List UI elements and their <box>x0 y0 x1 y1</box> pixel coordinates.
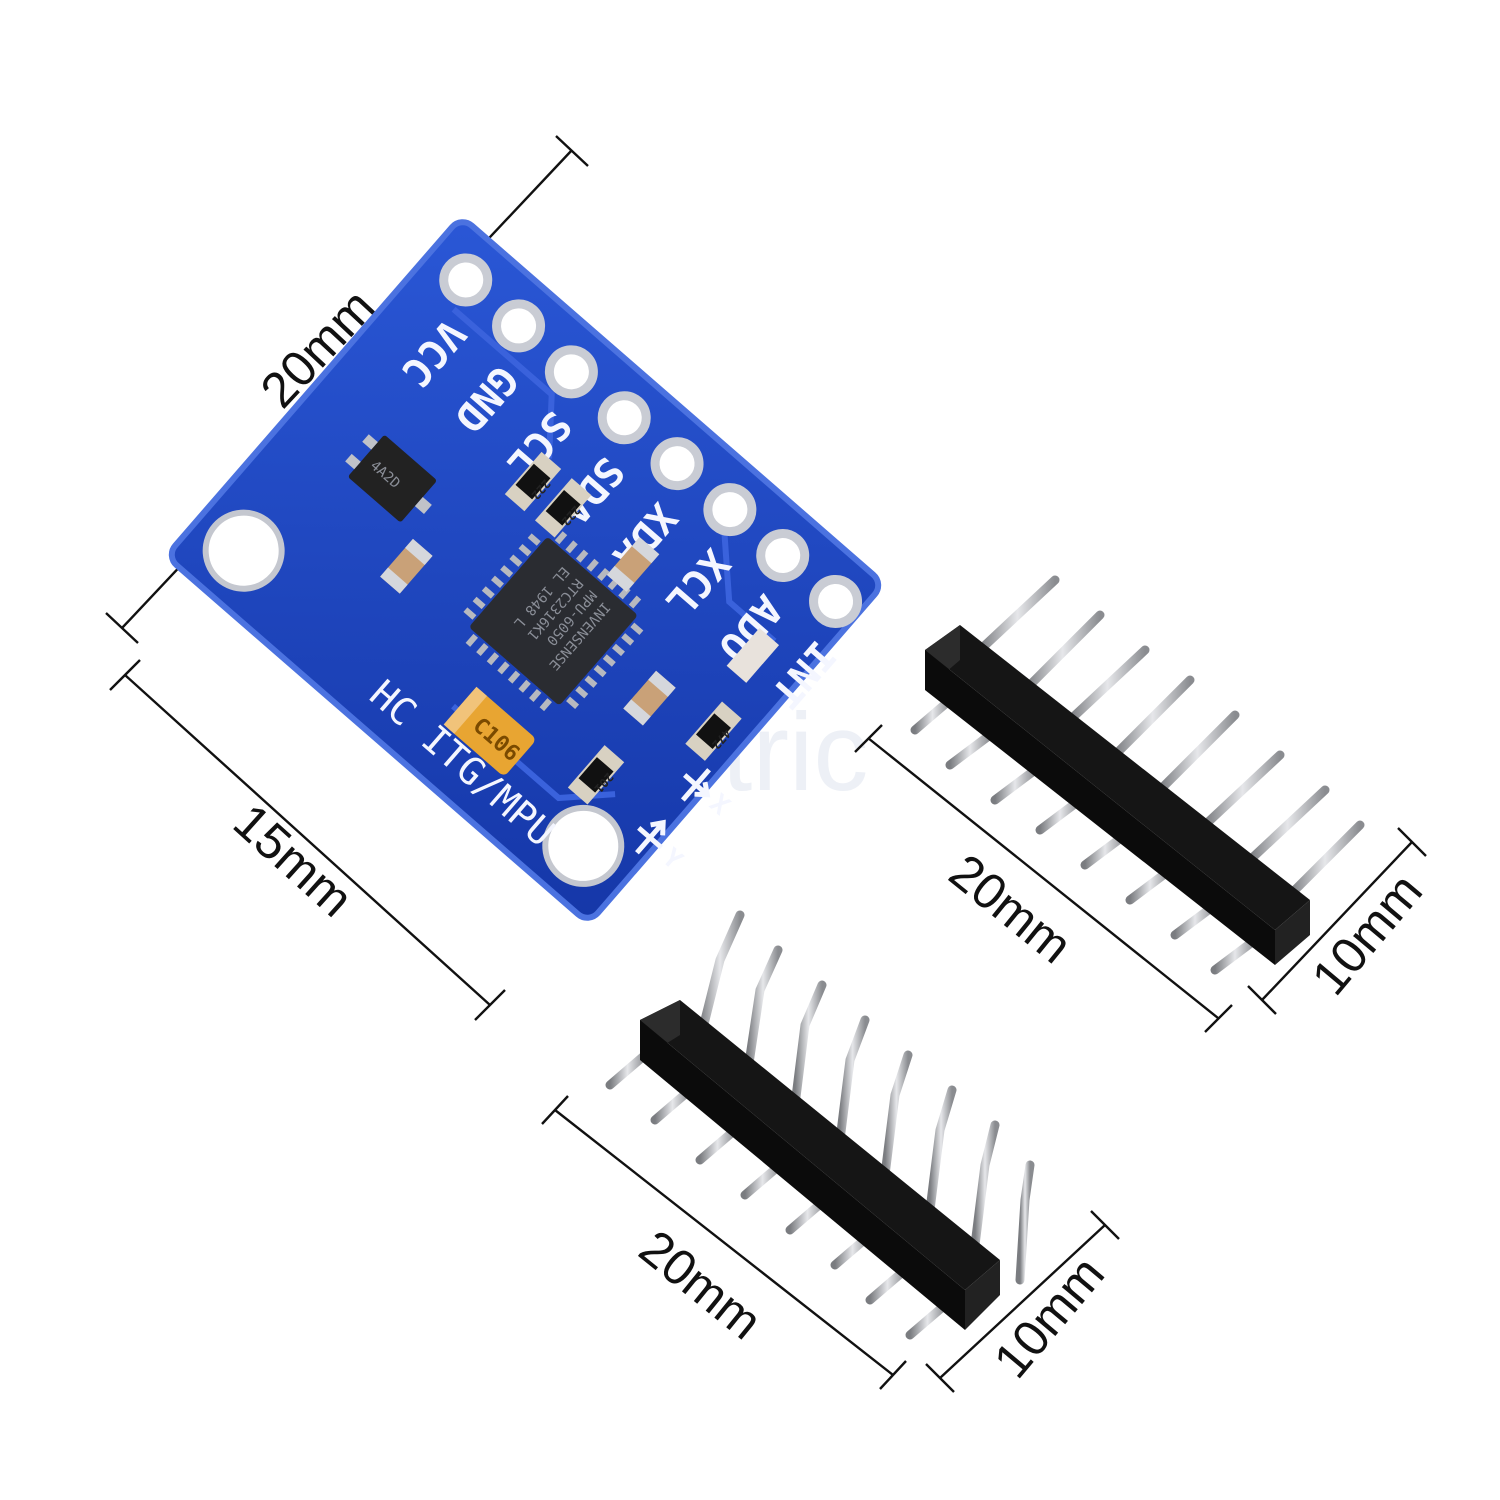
straight-header-length-label: 20mm <box>939 843 1082 974</box>
angled-header-height-label: 10mm <box>983 1246 1115 1388</box>
power-led <box>726 628 780 683</box>
voltage-regulator: 4A2D <box>345 434 436 522</box>
smd-resistors: 222 222 472 201 <box>380 451 742 805</box>
axis-y-label: Y <box>656 843 688 876</box>
mounting-hole <box>202 509 285 592</box>
pin-header-straight-icon <box>910 575 1365 975</box>
mpu6050-chip: INVENSENSE MPU-6050 RTC2316K1 EL 1948 L <box>463 531 644 712</box>
angled-header-length-label: 20mm <box>629 1219 772 1350</box>
mounting-hole <box>542 804 625 887</box>
straight-header-height-label: 10mm <box>1301 863 1433 1005</box>
pin-header-angled-icon <box>605 910 1035 1340</box>
pin-pads <box>439 253 863 628</box>
board-width-label: 15mm <box>223 793 364 928</box>
tantalum-capacitor: C106 <box>443 686 535 775</box>
axis-y-arrow-icon <box>635 819 666 855</box>
axis-x-arrow-icon <box>680 768 711 802</box>
